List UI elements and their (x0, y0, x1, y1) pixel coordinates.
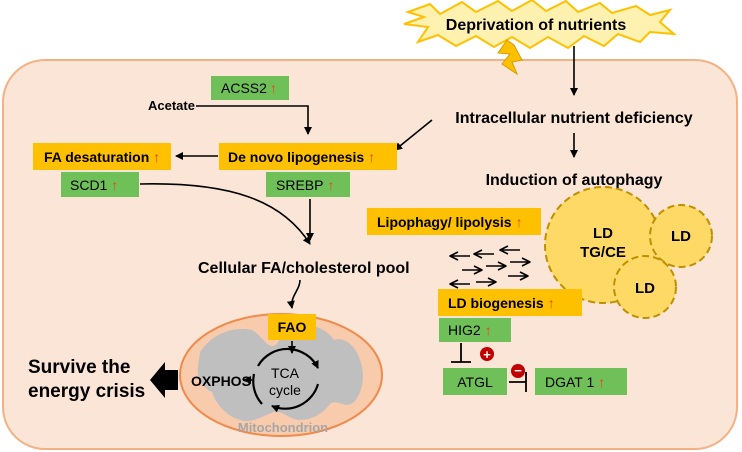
fa-desaturation-label: FA desaturation↑ (44, 149, 160, 165)
ld-biogenesis-box (438, 289, 582, 316)
lipophagy-box (367, 208, 541, 235)
outcome-arrow-icon (150, 362, 178, 398)
plus-badge-icon (480, 347, 494, 361)
ld-big-line2: TG/CE (580, 244, 626, 261)
deficiency-label: Intracellular nutrient deficiency (455, 110, 693, 127)
lipid-flux-arrows-icon (449, 245, 531, 289)
ld-small-right-label: LD (671, 228, 691, 245)
arrow-scd1-to-pool (139, 183, 311, 245)
srebp-label: SREBP↑ (276, 177, 334, 193)
lipid-droplets: LD TG/CE LD LD (544, 186, 713, 319)
acetate-label: Acetate (148, 98, 195, 113)
cellular-pool-label: Cellular FA/cholesterol pool (198, 260, 410, 277)
ld-small-right (649, 204, 713, 268)
arrow-acetate-to-lipogenesis (196, 105, 312, 135)
fao-label: FAO (278, 319, 307, 335)
de-novo-lipogenesis-box (219, 143, 397, 170)
inhibit-atgl-to-dgat1 (509, 372, 527, 392)
nutrient-deprivation-burst: Deprivation of nutrients (403, 0, 677, 50)
lightning-bolt-icon (497, 39, 523, 76)
tca-line2: cycle (269, 382, 301, 398)
srebp-box (266, 172, 350, 197)
ld-big-line1: LD (593, 225, 613, 242)
mitochondrion: Mitochondrion (179, 313, 383, 437)
inhibit-hig2-to-atgl (451, 343, 471, 363)
de-novo-lipogenesis-label: De novo lipogenesis↑ (228, 149, 375, 165)
oxphos-label: OXPHOS (191, 373, 251, 389)
minus-badge-icon (511, 364, 525, 378)
arrow-pool-to-fao (286, 279, 301, 309)
minus-badge-symbol: − (514, 363, 522, 378)
plus-badge-symbol: + (483, 347, 491, 362)
outcome-line1: Survive the (28, 357, 130, 378)
tca-cycle: TCA cycle (252, 347, 320, 413)
acss2-box (211, 76, 289, 100)
ld-small-bottom (613, 255, 677, 319)
ld-biogenesis-label: LD biogenesis↑ (448, 295, 555, 311)
deprivation-title: Deprivation of nutrients (446, 17, 627, 34)
mitochondrion-label: Mitochondrion (238, 420, 328, 435)
mitochondrion-cristae (197, 323, 363, 422)
fao-box (268, 314, 316, 340)
atgl-label: ATGL (457, 374, 493, 390)
atgl-box (443, 368, 507, 395)
fa-desaturation-box (33, 143, 171, 170)
acss2-label: ACSS2↑ (221, 80, 277, 96)
hig2-label: HIG2↑ (448, 322, 492, 338)
hig2-box (439, 318, 511, 342)
scd1-label: SCD1↑ (70, 177, 118, 193)
scd1-box (61, 172, 139, 197)
dgat1-label: DGAT 1↑ (545, 374, 605, 390)
ld-small-bottom-label: LD (635, 280, 655, 297)
tca-line1: TCA (271, 365, 300, 381)
arrow-deficiency-to-lipogenesis (394, 119, 433, 151)
autophagy-label: Induction of autophagy (486, 172, 663, 189)
outcome-line2: energy crisis (28, 381, 145, 402)
dgat1-box (535, 368, 627, 395)
lipophagy-label: Lipophagy/ lipolysis↑ (377, 214, 523, 230)
